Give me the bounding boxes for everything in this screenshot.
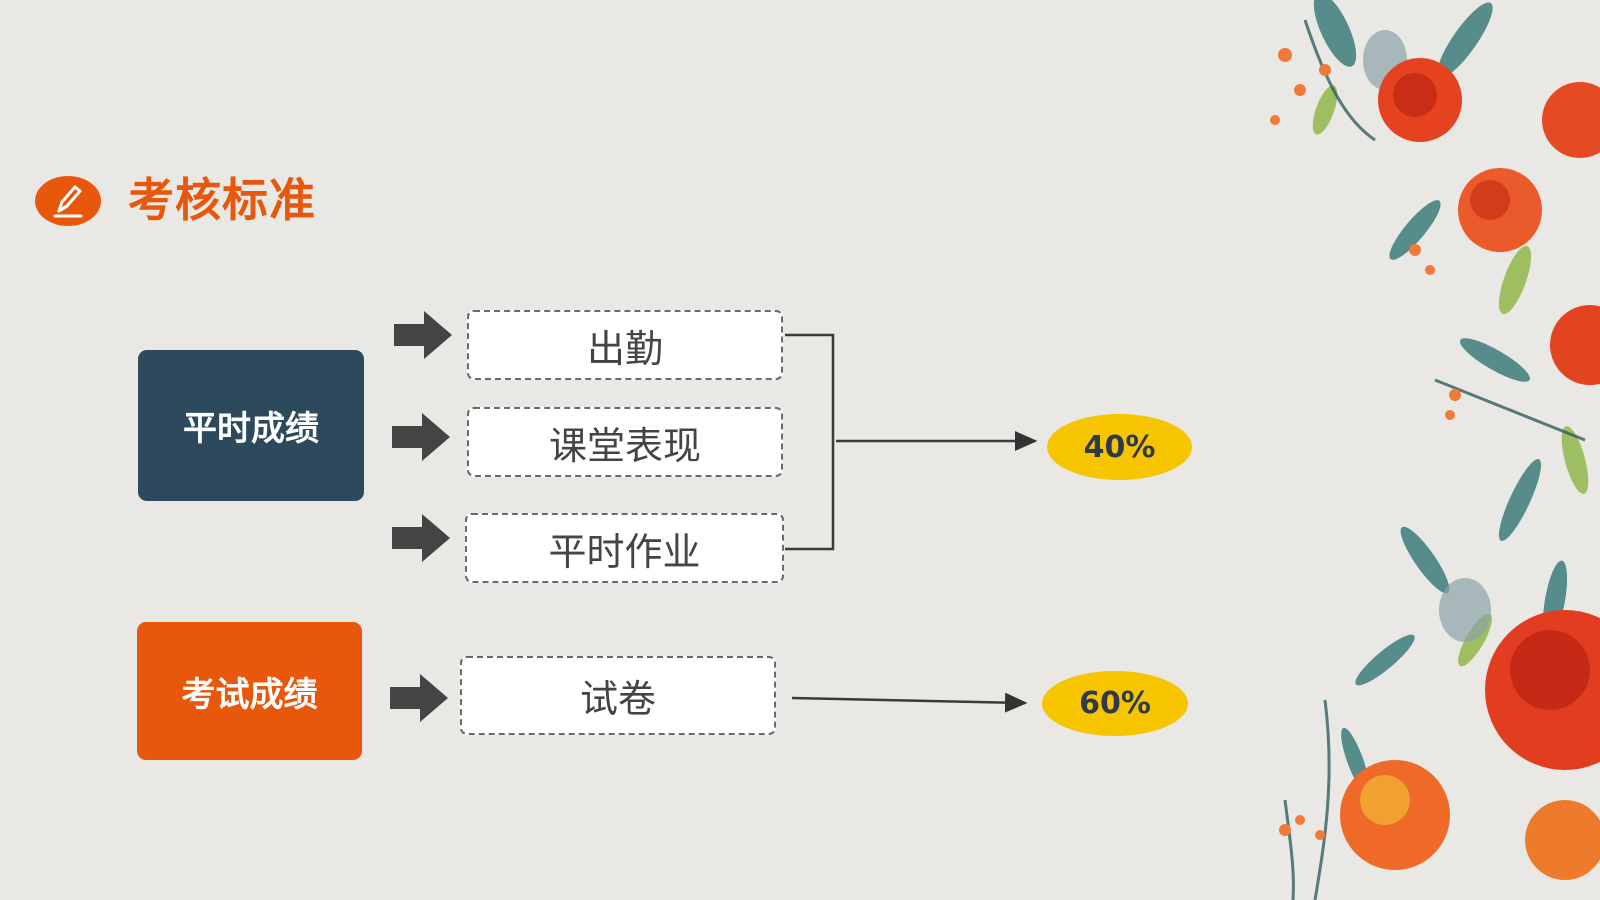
item-homework: 平时作业 — [465, 513, 784, 583]
item-attendance: 出勤 — [467, 310, 783, 380]
weight-exam-percent: 60% — [1042, 671, 1188, 736]
floral-border-image — [1270, 0, 1600, 900]
item-exam-paper: 试卷 — [460, 656, 776, 735]
weight-regular-percent: 40% — [1047, 414, 1192, 480]
pencil-icon — [35, 176, 101, 226]
page-title: 考核标准 — [128, 173, 316, 227]
item-class-performance: 课堂表现 — [467, 407, 783, 477]
right-arrow-icon — [392, 413, 450, 461]
category-regular-grade: 平时成绩 — [138, 350, 364, 501]
right-arrow-icon — [390, 674, 448, 722]
category-exam-grade: 考试成绩 — [137, 622, 362, 760]
right-arrow-icon — [392, 514, 450, 562]
right-arrow-icon — [394, 311, 452, 359]
